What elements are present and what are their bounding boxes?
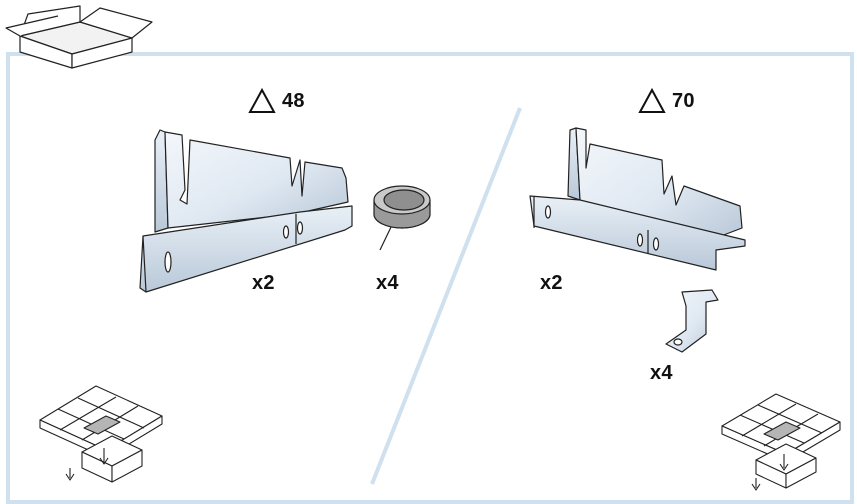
frame-border	[6, 52, 854, 504]
right-bracket-quantity: x2	[540, 272, 563, 294]
open-box-icon	[5, 5, 153, 69]
clip-quantity: x4	[650, 362, 673, 384]
ceiling-tile-remove-icon	[721, 393, 841, 491]
ceiling-tile-remove-icon	[39, 385, 163, 483]
variant-70-label: 70	[672, 90, 695, 112]
glide-quantity: x4	[376, 272, 399, 294]
divider-line	[370, 107, 522, 485]
triangle-outline-icon	[248, 87, 276, 113]
floor-glide-illustration	[373, 185, 431, 251]
bracket-clip-illustration	[665, 289, 719, 353]
triangle-outline-icon	[638, 87, 666, 113]
left-bracket-quantity: x2	[252, 272, 275, 294]
right-bracket-illustration	[529, 127, 746, 271]
left-bracket-illustration	[139, 129, 353, 293]
variant-48-label: 48	[282, 90, 305, 112]
